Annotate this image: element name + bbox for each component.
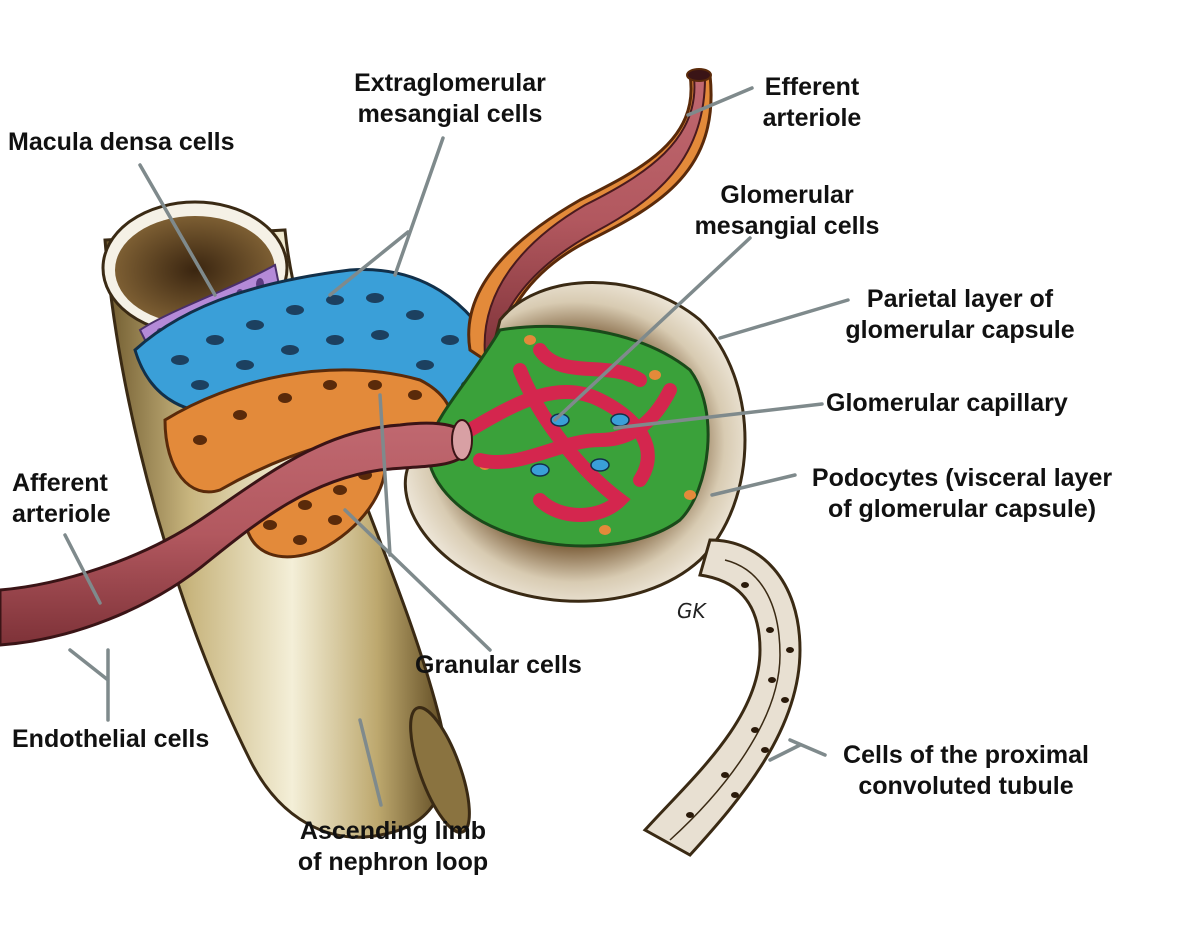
proximal-convoluted-tubule — [642, 538, 802, 857]
leader-macula-densa — [138, 163, 217, 297]
label-afferent: Afferent arteriole — [12, 469, 111, 528]
label-glomerular-mesangial: Glomerular mesangial cells — [694, 181, 880, 240]
leader-efferent — [686, 86, 754, 117]
label-endothelial: Endothelial cells — [12, 725, 210, 753]
label-efferent: Efferent arteriole — [762, 73, 862, 132]
leader-ascending — [358, 718, 383, 807]
leader-afferent — [63, 533, 102, 605]
glomerular-capillary — [463, 343, 677, 522]
leader-proximal — [768, 738, 827, 762]
label-parietal: Parietal layer of glomerular capsule — [845, 285, 1075, 344]
leader-capillary — [613, 402, 824, 430]
leader-lines — [63, 86, 850, 807]
artist-signature: GK — [677, 599, 707, 623]
label-podocytes: Podocytes (visceral layer of glomerular … — [811, 464, 1113, 523]
leader-podocytes — [710, 473, 797, 497]
afferent-arteriole — [0, 419, 473, 647]
label-macula-densa: Macula densa cells — [8, 128, 235, 156]
leader-granular — [343, 393, 492, 652]
leader-endothelial — [68, 648, 110, 722]
label-ascending: Ascending limb of nephron loop — [297, 817, 489, 876]
leader-parietal — [718, 298, 850, 340]
label-granular: Granular cells — [415, 651, 582, 679]
leader-glomerular-mesangial — [553, 236, 752, 422]
label-glomerular-capillary: Glomerular capillary — [826, 389, 1068, 417]
leader-extraglomerular — [328, 136, 445, 297]
label-extraglomerular: Extraglomerular mesangial cells — [354, 69, 546, 128]
label-proximal: Cells of the proximal convoluted tubule — [843, 741, 1089, 800]
glomerular-mesangial-cells — [530, 413, 630, 477]
